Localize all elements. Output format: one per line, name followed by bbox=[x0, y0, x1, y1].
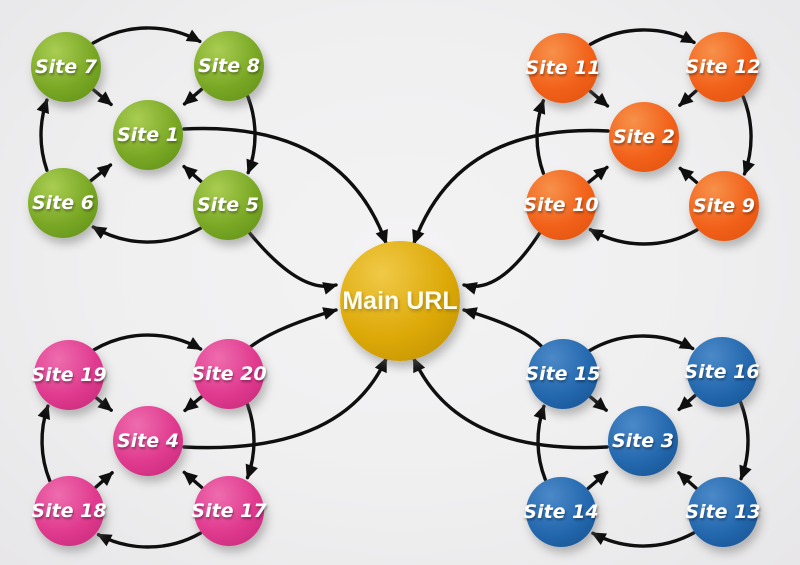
node-site19: Site 19 bbox=[31, 340, 107, 410]
node-label-site14: Site 14 bbox=[523, 501, 599, 523]
edge-site20-site4 bbox=[183, 395, 203, 413]
node-label-site17: Site 17 bbox=[191, 500, 267, 522]
node-site7: Site 7 bbox=[31, 32, 101, 102]
edge-site2-main bbox=[412, 128, 610, 245]
edge-site10-main bbox=[462, 229, 543, 295]
edge-site16-site3 bbox=[677, 394, 697, 412]
edge-site13-site3 bbox=[677, 471, 698, 490]
edge-site20-main bbox=[247, 307, 338, 350]
node-site2: Site 2 bbox=[609, 102, 679, 172]
node-site17: Site 17 bbox=[191, 476, 267, 546]
edge-site5-site1 bbox=[182, 164, 203, 183]
edge-site4-main bbox=[182, 357, 388, 450]
node-main: Main URL bbox=[340, 241, 460, 361]
edge-site16-site13 bbox=[738, 400, 752, 481]
node-label-site9: Site 9 bbox=[692, 195, 755, 217]
node-label-site10: Site 10 bbox=[523, 194, 599, 216]
node-site16: Site 16 bbox=[684, 337, 760, 407]
edge-site8-site5 bbox=[246, 95, 259, 175]
edge-site7-site8 bbox=[91, 26, 202, 45]
node-site10: Site 10 bbox=[523, 170, 599, 240]
edge-site8-site1 bbox=[182, 87, 204, 106]
node-label-site16: Site 16 bbox=[684, 361, 760, 383]
node-site4: Site 4 bbox=[113, 406, 183, 476]
edge-site14-site3 bbox=[586, 470, 609, 491]
node-site9: Site 9 bbox=[689, 171, 759, 241]
node-site5: Site 5 bbox=[193, 170, 263, 240]
node-site3: Site 3 bbox=[608, 406, 678, 476]
edge-site7-site1 bbox=[92, 88, 113, 107]
node-label-site18: Site 18 bbox=[31, 500, 107, 522]
edge-site9-site2 bbox=[678, 166, 699, 185]
edge-site11-site2 bbox=[588, 89, 610, 108]
node-site11: Site 11 bbox=[525, 33, 601, 103]
edge-site6-site1 bbox=[89, 163, 113, 183]
edge-site9-site10 bbox=[588, 227, 699, 246]
node-label-site2: Site 2 bbox=[612, 126, 675, 148]
edge-site15-site3 bbox=[588, 395, 608, 412]
edge-site19-site20 bbox=[92, 333, 203, 352]
edge-site1-main bbox=[182, 126, 388, 245]
node-site18: Site 18 bbox=[31, 476, 107, 546]
node-label-site5: Site 5 bbox=[196, 194, 259, 216]
node-label-site6: Site 6 bbox=[31, 192, 94, 214]
edge-site3-main bbox=[412, 357, 609, 450]
edge-site18-site4 bbox=[94, 471, 114, 489]
edge-site12-site9 bbox=[741, 95, 755, 176]
edge-site18-site19 bbox=[37, 404, 52, 483]
edge-site10-site2 bbox=[587, 165, 609, 184]
node-label-site11: Site 11 bbox=[525, 57, 601, 79]
node-site1: Site 1 bbox=[113, 100, 183, 170]
edge-site19-site4 bbox=[94, 396, 113, 412]
edge-site15-site16 bbox=[587, 334, 695, 353]
node-label-main: Main URL bbox=[342, 286, 458, 315]
edge-site11-site12 bbox=[588, 28, 696, 47]
edge-site17-site18 bbox=[96, 531, 203, 549]
node-label-site3: Site 3 bbox=[611, 430, 674, 452]
edge-site6-site7 bbox=[36, 98, 49, 172]
node-site6: Site 6 bbox=[28, 168, 98, 238]
node-site13: Site 13 bbox=[685, 477, 761, 547]
node-label-site15: Site 15 bbox=[525, 363, 601, 385]
node-label-site8: Site 8 bbox=[197, 55, 260, 77]
edge-site12-site2 bbox=[678, 89, 698, 107]
node-label-site19: Site 19 bbox=[31, 364, 107, 386]
node-label-site13: Site 13 bbox=[685, 501, 761, 523]
node-label-site7: Site 7 bbox=[34, 56, 97, 78]
node-site12: Site 12 bbox=[685, 32, 761, 102]
node-site8: Site 8 bbox=[194, 31, 264, 101]
edge-site5-site6 bbox=[91, 225, 203, 244]
edge-site17-site4 bbox=[182, 470, 204, 490]
edge-site15-main bbox=[462, 307, 545, 350]
node-site20: Site 20 bbox=[191, 339, 267, 409]
node-label-site20: Site 20 bbox=[191, 363, 267, 385]
node-site14: Site 14 bbox=[523, 477, 599, 547]
node-label-site1: Site 1 bbox=[116, 124, 179, 146]
edge-site5-main bbox=[246, 229, 338, 295]
edge-site13-site14 bbox=[591, 531, 696, 548]
node-label-site4: Site 4 bbox=[116, 430, 179, 452]
node-label-site12: Site 12 bbox=[685, 56, 761, 78]
node-site15: Site 15 bbox=[525, 339, 601, 409]
edge-site20-site17 bbox=[245, 402, 258, 480]
